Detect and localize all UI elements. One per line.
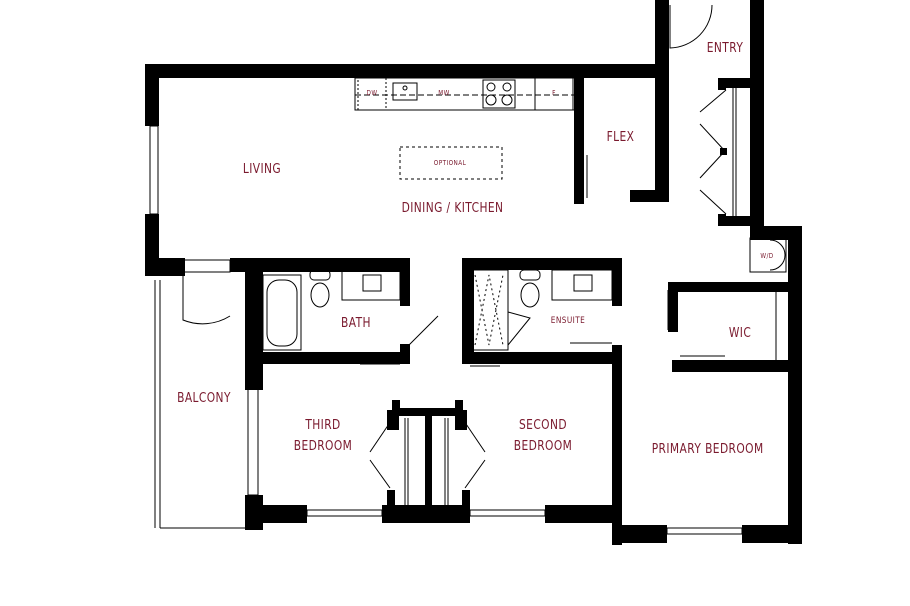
room-label-third-bedroom-line2: BEDROOM <box>293 439 353 454</box>
room-label-entry: ENTRY <box>706 41 744 56</box>
room-label-ensuite: ENSUITE <box>550 316 586 326</box>
room-label-wic: WIC <box>728 326 752 341</box>
room-label-second-bedroom-line2: BEDROOM <box>513 439 573 454</box>
island-label-optional: OPTIONAL <box>433 159 467 167</box>
walls <box>145 0 802 545</box>
room-label-living: LIVING <box>242 162 282 177</box>
room-label-bath: BATH <box>341 316 371 331</box>
appliance-label-microwave: MW <box>438 89 450 97</box>
appliance-label-dishwasher: DW <box>366 89 378 97</box>
appliance-label-fridge: F <box>552 89 556 97</box>
room-label-third-bedroom-line1: THIRD <box>305 418 341 433</box>
windows-and-fixtures <box>149 4 787 535</box>
room-label-dining-kitchen: DINING / KITCHEN <box>401 201 504 216</box>
appliance-label-washer-dryer: W/D <box>760 252 774 260</box>
room-label-second-bedroom-line1: SECOND <box>519 418 567 433</box>
room-label-balcony: BALCONY <box>177 391 231 406</box>
room-label-primary-bedroom: PRIMARY BEDROOM <box>651 442 764 457</box>
room-label-flex: FLEX <box>606 130 635 145</box>
